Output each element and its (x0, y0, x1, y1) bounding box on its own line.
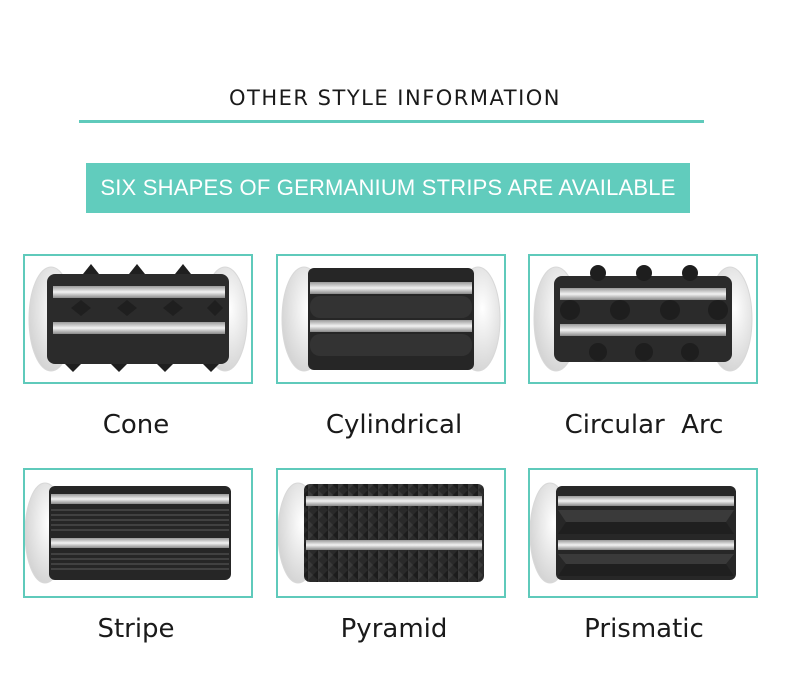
product-label-circular-arc: Circular Arc (564, 410, 724, 440)
product-label-cylindrical: Cylindrical (325, 410, 463, 440)
stripe-roller-image (25, 482, 231, 584)
prismatic-roller-image (530, 482, 736, 584)
product-label-pyramid: Pyramid (340, 614, 448, 644)
product-card-pyramid (276, 468, 506, 598)
product-label-prismatic: Prismatic (584, 614, 704, 644)
availability-banner: SIX SHAPES OF GERMANIUM STRIPS ARE AVAIL… (86, 163, 690, 213)
product-label-stripe: Stripe (97, 614, 175, 644)
product-card-cone (23, 254, 253, 384)
cone-roller-image (28, 264, 248, 372)
product-card-prismatic (528, 468, 758, 598)
title-underline (79, 120, 704, 123)
circular-arc-roller-image (533, 265, 753, 372)
product-card-cylindrical (276, 254, 506, 384)
section-title: OTHER STYLE INFORMATION (228, 86, 562, 110)
product-label-cone: Cone (102, 410, 170, 440)
pyramid-roller-image (278, 482, 484, 584)
product-card-stripe (23, 468, 253, 598)
product-card-circular-arc (528, 254, 758, 384)
cylindrical-roller-image (281, 266, 501, 372)
